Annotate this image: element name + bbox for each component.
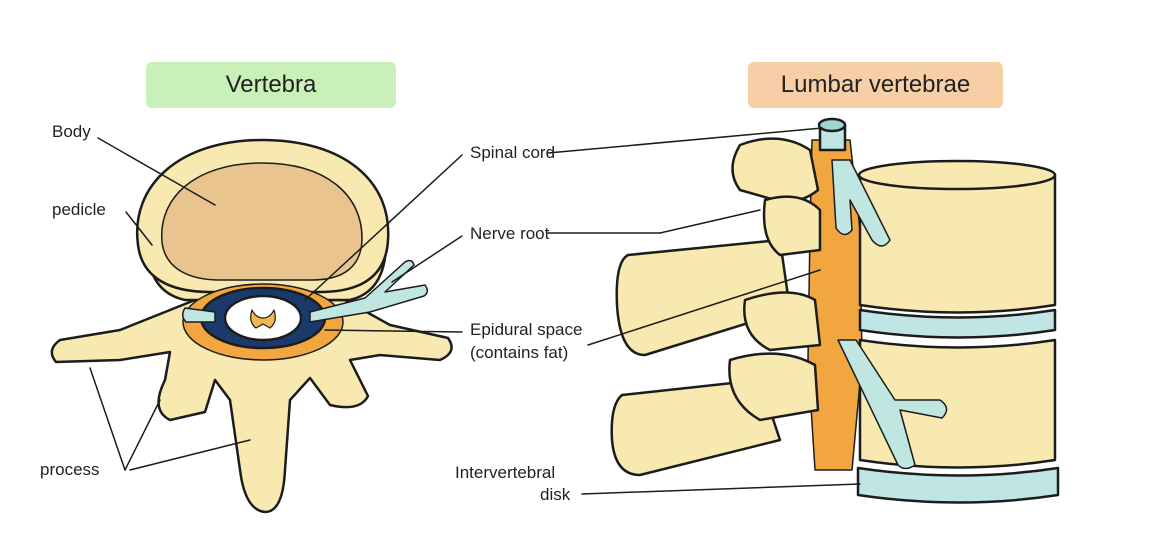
label-pedicle: pedicle <box>52 200 106 220</box>
label-nerve-root: Nerve root <box>470 224 549 244</box>
spinal-cord-top <box>819 119 845 131</box>
title-lumbar-vertebrae: Lumbar vertebrae <box>748 62 1003 108</box>
label-intervertebral: Intervertebral <box>455 463 555 483</box>
upper-articular <box>733 139 819 202</box>
lumbar-vertebrae <box>612 119 1058 503</box>
label-epidural-space: Epidural space <box>470 320 582 340</box>
lower-disk <box>858 468 1058 503</box>
label-body: Body <box>52 122 91 142</box>
label-process: process <box>40 460 100 480</box>
label-epidural-contains-fat: (contains fat) <box>470 343 568 363</box>
axial-vertebra <box>52 140 452 512</box>
title-vertebra: Vertebra <box>146 62 396 108</box>
upper-lamina <box>764 197 820 255</box>
label-spinal-cord: Spinal cord <box>470 143 555 163</box>
upper-disk <box>860 310 1055 338</box>
middle-articular <box>744 293 820 351</box>
label-disk: disk <box>540 485 570 505</box>
vertebral-body-center <box>162 163 362 280</box>
upper-body-top <box>859 161 1055 189</box>
